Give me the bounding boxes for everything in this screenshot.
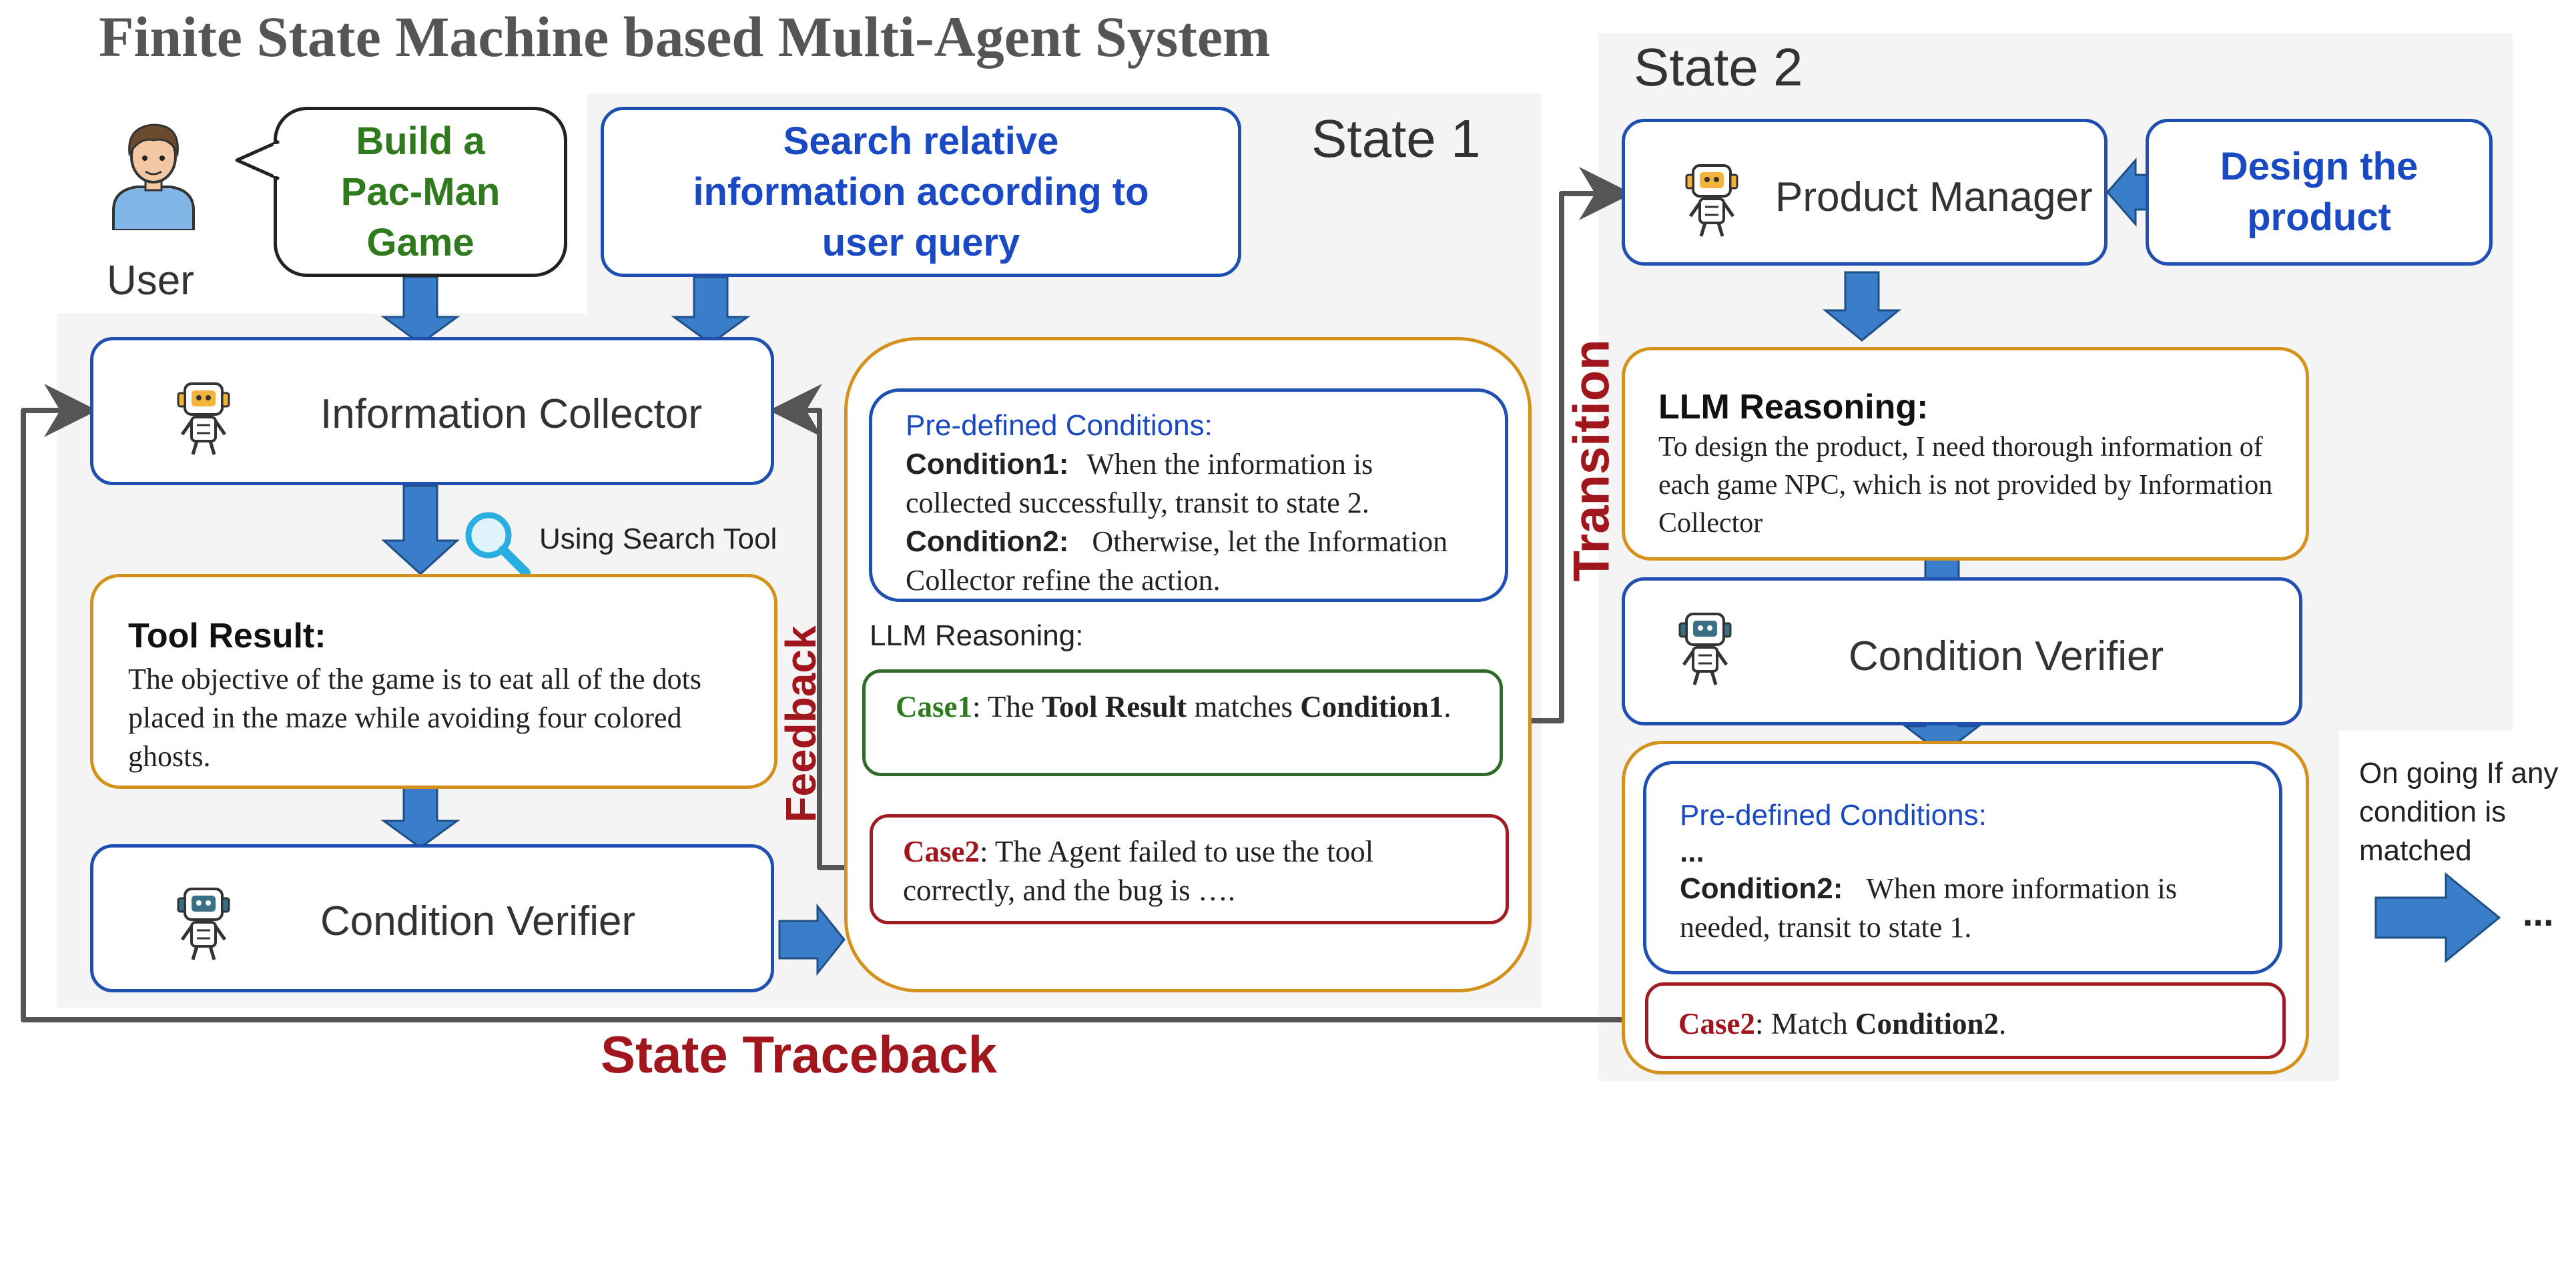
arrow-pm-to-reasoning xyxy=(1822,271,1902,342)
state1-cond1-label: Condition1: xyxy=(906,448,1069,481)
state2-conditions-box: Pre-defined Conditions: ... Condition2: … xyxy=(1643,761,2282,974)
state2-conditions-ellipsis: ... xyxy=(1680,836,1704,868)
arrow-search-to-collector xyxy=(671,276,751,345)
state-traceback-line xyxy=(21,384,1645,1022)
state1-cond2-text: Otherwise, let the Information Collector… xyxy=(906,525,1448,597)
case1-label: Case1 xyxy=(896,690,972,723)
state2-case2-pre: : Match xyxy=(1754,1007,1855,1040)
tool-result-box: Tool Result: The objective of the game i… xyxy=(90,574,777,789)
state2-label: State 2 xyxy=(1634,37,1803,97)
state2-reasoning-heading: LLM Reasoning: xyxy=(1658,388,1929,426)
state2-conditions-heading: Pre-defined Conditions: xyxy=(1680,799,1987,832)
design-product-text: Design the product xyxy=(2220,145,2419,239)
case1-bold2: Condition1 xyxy=(1300,690,1444,723)
condition-verifier-label-2: Condition Verifier xyxy=(1849,633,2164,679)
ongoing-text: On going If any condition is matched xyxy=(2359,757,2559,867)
user-label: User xyxy=(107,258,194,304)
feedback-line xyxy=(769,384,868,870)
case2-box: Case2: The Agent failed to use the tool … xyxy=(870,814,1509,924)
condition-verifier-box-1: Condition Verifier xyxy=(90,844,774,992)
tool-result-text: The objective of the game is to eat all … xyxy=(128,663,701,773)
robot-icon xyxy=(1672,607,1738,687)
design-product-box: Design the product xyxy=(2146,119,2493,266)
condition-verifier-box-2: Condition Verifier xyxy=(1622,577,2302,725)
case1-bold1: Tool Result xyxy=(1042,690,1187,723)
user-request-text: Build a Pac-Man Game xyxy=(340,119,501,264)
state2-cond2-text: When more information is needed, transit… xyxy=(1680,872,2177,944)
transition-line xyxy=(1503,167,1632,723)
state2-case2-post: . xyxy=(1999,1007,2007,1040)
user-avatar-icon xyxy=(107,117,200,232)
state2-reasoning-box: LLM Reasoning: To design the product, I … xyxy=(1622,347,2309,561)
transition-label: Transition xyxy=(1563,339,1620,582)
arrow-collector-to-result xyxy=(381,485,460,576)
case1-pre: : The xyxy=(972,690,1042,723)
state1-conditions-box: Pre-defined Conditions: Condition1: When… xyxy=(869,388,1508,602)
case2-label: Case2 xyxy=(903,835,980,868)
state2-case2-box: Case2: Match Condition2. xyxy=(1645,982,2286,1059)
magnifier-icon xyxy=(460,507,534,581)
page-title: Finite State Machine based Multi-Agent S… xyxy=(99,5,1271,69)
robot-icon xyxy=(170,377,237,457)
arrow-user-to-collector xyxy=(380,276,460,345)
state2-cond2-label: Condition2: xyxy=(1680,872,1843,905)
state1-cond1-text: When the information is collected succes… xyxy=(906,448,1373,519)
state1-conditions-heading: Pre-defined Conditions: xyxy=(906,409,1213,442)
user-request-bubble: Build a Pac-Man Game xyxy=(274,107,567,277)
using-search-tool-label: Using Search Tool xyxy=(539,523,777,555)
state2-case2-label: Case2 xyxy=(1678,1007,1755,1040)
information-collector-label: Information Collector xyxy=(320,391,703,437)
robot-icon xyxy=(1678,159,1745,239)
product-manager-box: Product Manager xyxy=(1622,119,2108,266)
state1-llm-reasoning-label: LLM Reasoning: xyxy=(870,619,1084,652)
arrow-result-to-verifier xyxy=(380,779,460,849)
state1-cond2-label: Condition2: xyxy=(906,525,1069,558)
state2-reasoning-text: To design the product, I need thorough i… xyxy=(1658,432,2273,539)
arrow-ongoing xyxy=(2374,872,2501,964)
case2-text: : The Agent failed to use the tool corre… xyxy=(903,835,1374,907)
case1-box: Case1: The Tool Result matches Condition… xyxy=(862,669,1503,776)
search-instruction-text: Search relative information according to… xyxy=(693,119,1149,264)
arrow-verifier-to-conditions xyxy=(778,903,846,976)
condition-verifier-label-1: Condition Verifier xyxy=(320,898,636,944)
continuation-ellipsis: ... xyxy=(2523,892,2554,934)
feedback-label: Feedback xyxy=(777,625,825,823)
search-instruction-box: Search relative information according to… xyxy=(601,107,1241,277)
state1-label: State 1 xyxy=(1311,109,1481,168)
information-collector-box: Information Collector xyxy=(90,337,774,485)
state-traceback-label: State Traceback xyxy=(601,1025,998,1084)
case1-mid: matches xyxy=(1187,690,1301,723)
tool-result-heading: Tool Result: xyxy=(128,617,326,655)
state2-case2-bold: Condition2 xyxy=(1855,1007,1999,1040)
product-manager-label: Product Manager xyxy=(1775,174,2093,220)
robot-icon xyxy=(170,882,237,962)
case1-post: . xyxy=(1443,690,1452,723)
